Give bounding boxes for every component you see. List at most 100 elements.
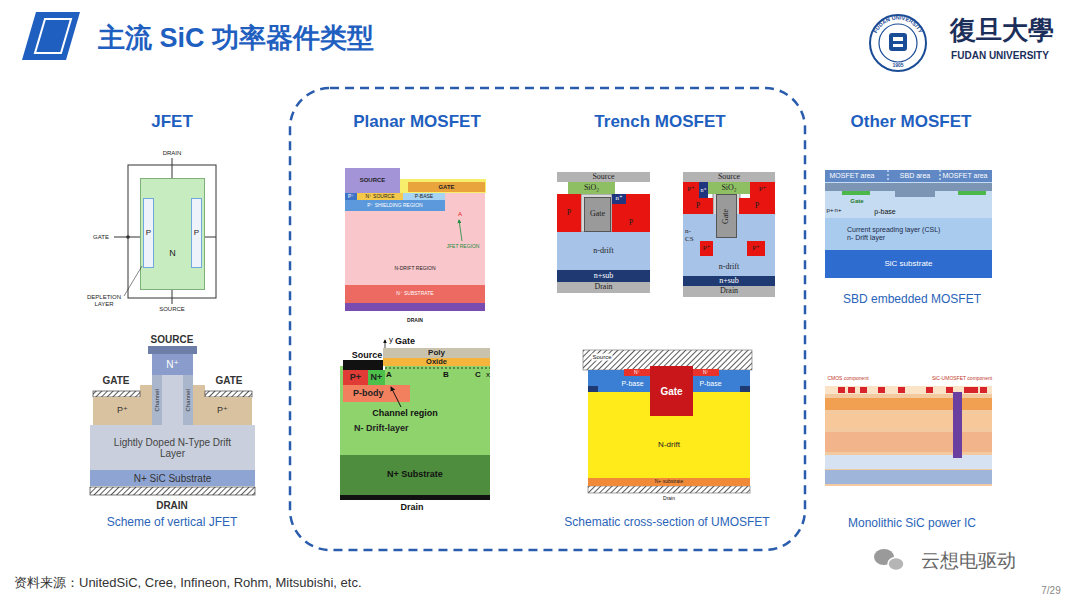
power-ic-art	[953, 392, 962, 458]
umosfet-art	[588, 486, 750, 493]
region-label: P	[567, 209, 571, 218]
region-label: Source	[718, 173, 740, 182]
region-box: P	[739, 198, 775, 214]
region-box: N+ Substrate	[340, 455, 490, 495]
region-label: P	[755, 202, 759, 211]
jfet-wiring	[114, 158, 216, 304]
region-label: P	[194, 229, 199, 238]
region-box: N⁺	[693, 369, 719, 376]
power-ic-art	[825, 432, 992, 452]
sbd-mosfet-art	[825, 183, 992, 191]
planar-mosfet-art	[400, 179, 486, 193]
planar-mosfet-art	[345, 303, 485, 311]
region-label: Channel	[154, 389, 161, 411]
sbd-mosfet-art	[895, 191, 935, 197]
university-seal	[893, 37, 903, 41]
terminal-name: GATE	[102, 375, 129, 387]
region-label: N+ substrate	[655, 479, 684, 485]
region-box: Drain	[683, 286, 775, 297]
region-label: P⁺	[703, 245, 711, 253]
power-ic-art	[825, 455, 992, 469]
planar-mosfet-art-2	[340, 340, 490, 500]
region-label: P⁺	[759, 186, 767, 194]
region-label: GATE	[438, 184, 454, 191]
region-box: P⁺ SHIELDING REGION	[345, 200, 445, 211]
sbd-mosfet-art	[825, 170, 992, 278]
power-ic-art	[825, 386, 992, 394]
region-box: P	[683, 198, 713, 214]
region-label: N+ Substrate	[387, 470, 443, 480]
part-name: n+	[835, 207, 842, 214]
region-box: Channel	[152, 375, 162, 425]
vertical-jfet-art	[193, 385, 205, 397]
region-label: n-drift	[593, 247, 613, 256]
region-label: N- Drift-layer	[354, 424, 409, 434]
power-ic-art	[860, 387, 867, 393]
sbd-mosfet-art	[940, 170, 941, 182]
vertical-jfet-art	[162, 375, 183, 425]
terminal-name: Gate	[850, 198, 863, 205]
point-name: A	[386, 370, 392, 379]
part-name: SiC-UMOSFET component	[932, 376, 992, 382]
region-box: Drain	[557, 282, 650, 293]
figure-caption: SBD embedded MOSFET	[843, 293, 981, 307]
column-heading: Planar MOSFET	[353, 112, 481, 132]
region-box: n-drift	[683, 258, 775, 276]
region-box: P-body	[343, 385, 410, 402]
power-ic-art	[838, 387, 845, 393]
region-box: Gate	[650, 366, 693, 416]
power-ic-art	[825, 386, 992, 486]
region-label: N⁺	[634, 370, 640, 376]
power-ic-art	[926, 387, 933, 393]
terminal-name: Drain	[663, 496, 675, 502]
region-box: Pn⁺	[612, 194, 650, 232]
terminal-name: SOURCE	[151, 334, 194, 346]
part-name: CMOS component	[827, 376, 868, 382]
region-label: P+	[350, 373, 361, 383]
region-label: Lightly Doped N-Type Drift Layer	[108, 437, 238, 459]
figure-caption: Schematic cross-section of UMOSFET	[564, 516, 769, 530]
vertical-jfet-art	[90, 487, 255, 495]
axis-name: x	[486, 370, 490, 379]
power-ic-art	[898, 387, 905, 393]
region-label: N-drift	[658, 441, 680, 450]
region-box: P	[557, 194, 581, 232]
region-label: SiO₂	[721, 184, 736, 193]
region-box: n+sub	[557, 270, 650, 282]
region-box: SiO₂	[708, 182, 750, 194]
region-box: P⁺	[193, 397, 252, 425]
region-box: N⁺ SUBSTRATE	[345, 285, 485, 303]
planar-mosfet-art-2	[385, 368, 490, 369]
region-box: n-drift	[557, 232, 650, 270]
region-box: P⁺	[747, 241, 765, 256]
region-label: N	[169, 249, 176, 259]
power-ic-art	[946, 387, 953, 393]
point-name: C	[475, 370, 481, 379]
terminal-name: SOURCE	[159, 306, 185, 313]
sbd-mosfet-art	[958, 191, 986, 195]
region-label: P⁺	[687, 186, 695, 194]
region-box: Gate	[716, 194, 737, 238]
region-box: N+ SiC Substrate	[90, 470, 255, 486]
region-label: SiO₂	[584, 184, 599, 193]
region-label: Gate	[722, 208, 731, 223]
region-label: n⁺	[700, 187, 706, 194]
leader-arrow	[459, 220, 462, 241]
terminal-name: GATE	[93, 234, 109, 241]
umosfet-art	[583, 350, 752, 493]
region-label: N-DRIFT REGION	[394, 266, 435, 272]
region-box: P+	[343, 370, 368, 385]
figure-caption: Monolithic SiC power IC	[848, 517, 976, 531]
seal-year: 1905	[892, 63, 903, 69]
column-heading: Other MOSFET	[851, 112, 972, 132]
sbd-mosfet-art	[888, 170, 889, 182]
vertical-jfet-art	[90, 346, 255, 495]
part-name: p-base	[874, 208, 895, 216]
region-label: N⁺ SOURCE	[365, 194, 394, 200]
region-box: N⁺	[624, 369, 650, 376]
region-box: Current spreading layer (CSL)n- Drift la…	[825, 218, 992, 250]
region-box: P	[191, 198, 202, 268]
region-box: P-BASE	[403, 193, 445, 200]
